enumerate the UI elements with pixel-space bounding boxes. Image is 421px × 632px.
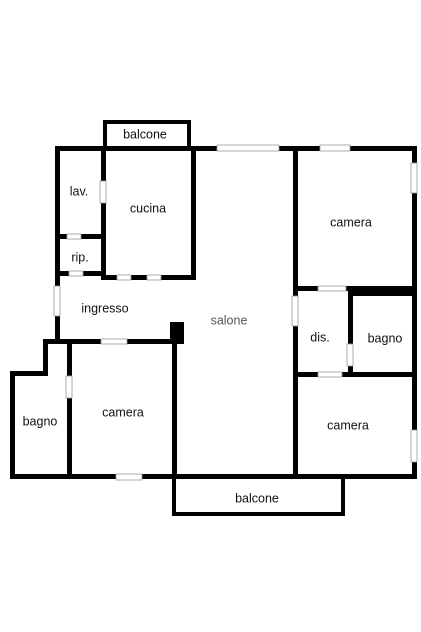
- label-balcone-bottom: balcone: [235, 491, 279, 505]
- label-salone: salone: [211, 313, 248, 327]
- label-cucina: cucina: [130, 201, 166, 215]
- label-camera-bottom-right: camera: [327, 418, 369, 432]
- windows: [53, 144, 418, 481]
- room-labels: balcone lav. cucina rip. ingresso salone…: [23, 127, 403, 505]
- label-dis: dis.: [310, 330, 329, 344]
- label-bagno-right: bagno: [368, 331, 403, 345]
- label-bagno-left: bagno: [23, 414, 58, 428]
- label-lav: lav.: [70, 184, 89, 198]
- label-camera-top-right: camera: [330, 215, 372, 229]
- label-balcone-top: balcone: [123, 127, 167, 141]
- label-rip: rip.: [71, 250, 88, 264]
- label-ingresso: ingresso: [81, 301, 128, 315]
- label-camera-bottom-left: camera: [102, 405, 144, 419]
